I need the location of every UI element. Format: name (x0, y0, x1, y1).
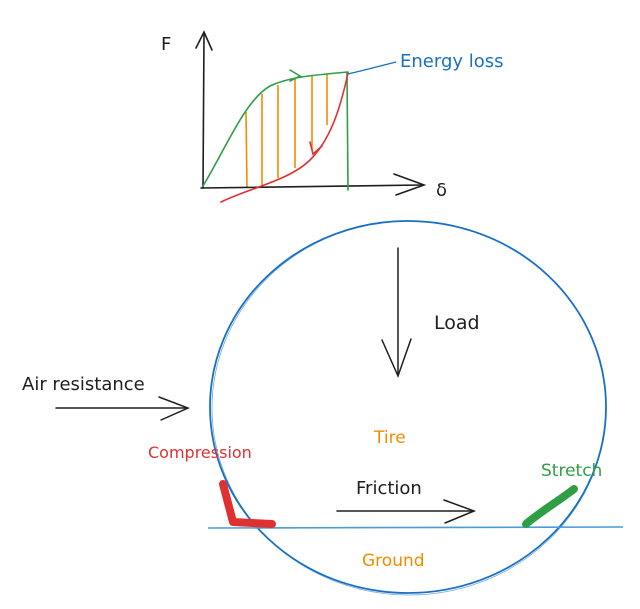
load-label: Load (434, 312, 480, 334)
tire: Tire (209, 220, 607, 596)
graph-axes (195, 30, 427, 196)
friction-arrow (336, 499, 477, 524)
ground-label: Ground (362, 551, 425, 571)
energy-loss-pointer (347, 61, 397, 75)
energy-loss-label: Energy loss (400, 51, 504, 72)
force-axis-line (202, 33, 205, 189)
displacement-axis-label: δ (436, 180, 447, 201)
energy-loss-hatching (245, 74, 328, 189)
stretch-label: Stretch (541, 461, 602, 481)
force-axis-arrowhead (195, 30, 213, 51)
tire-label: Tire (373, 428, 406, 448)
load-arrow (381, 247, 412, 379)
tire-outline (209, 220, 607, 594)
stretch-zone (522, 485, 578, 528)
ground-line (207, 526, 624, 529)
friction-label: Friction (356, 478, 422, 499)
unloading-curve (220, 72, 349, 203)
force-axis-label: F (161, 34, 171, 55)
compression-label: Compression (148, 443, 252, 462)
loading-curve (202, 69, 349, 191)
displacement-axis-arrowhead (393, 173, 427, 196)
displacement-axis-line (200, 184, 424, 189)
hysteresis-graph: F δ Energy loss (161, 30, 504, 203)
air-resistance-arrow (55, 396, 190, 421)
air-resistance-label: Air resistance (22, 374, 145, 395)
compression-zone (219, 480, 276, 528)
